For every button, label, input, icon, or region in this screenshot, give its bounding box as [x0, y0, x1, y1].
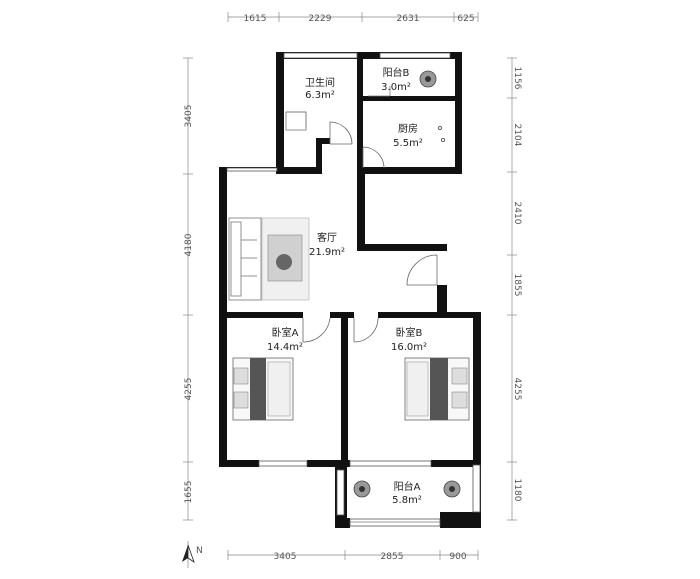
bed-a-icon [232, 357, 294, 421]
doors [302, 86, 438, 343]
living-name: 客厅 [317, 231, 337, 244]
bed-b-icon [404, 357, 470, 421]
dimension-bottom: 3405 2855 900 [227, 550, 479, 562]
coffee-table-icon [261, 217, 310, 301]
balcony-a-area: 5.8m² [392, 495, 422, 506]
bedroom-b-area: 16.0m² [391, 342, 427, 353]
stove-icon [437, 126, 445, 142]
compass-label: N [196, 546, 203, 556]
dim-right-3: 2410 [512, 202, 522, 225]
balcony-plant-left-icon [353, 480, 371, 498]
dim-bottom-2: 2855 [381, 552, 404, 562]
dim-left-4: 1655 [184, 481, 194, 504]
dim-top-4: 625 [457, 14, 474, 24]
bedroom-b-name: 卧室B [396, 326, 423, 339]
walls [219, 52, 481, 528]
bedroom-a-name: 卧室A [272, 326, 299, 339]
dim-top-3: 2631 [397, 14, 420, 24]
dim-left-1: 3405 [184, 105, 194, 128]
living-area: 21.9m² [309, 247, 345, 258]
dim-top-1: 1615 [244, 14, 267, 24]
bathroom-area: 6.3m² [305, 90, 335, 101]
dim-right-5: 4255 [512, 378, 522, 401]
balcony-b-name: 阳台B [383, 66, 410, 79]
bathroom-name: 卫生间 [305, 76, 335, 89]
plant-icon [419, 70, 437, 88]
windows [226, 52, 481, 527]
kitchen-name: 厨房 [398, 122, 418, 135]
dim-right-4: 1855 [512, 274, 522, 297]
compass-icon: N [182, 541, 203, 568]
dim-right-6: 1180 [512, 479, 522, 502]
dim-left-2: 4180 [184, 233, 194, 256]
bedroom-a-area: 14.4m² [267, 342, 303, 353]
balcony-b-area: 3.0m² [381, 82, 411, 93]
dim-bottom-3: 900 [449, 552, 466, 562]
dim-right-1: 1156 [512, 67, 522, 90]
kitchen-area: 5.5m² [393, 138, 423, 149]
balcony-a-name: 阳台A [394, 480, 421, 493]
balcony-plant-right-icon [443, 480, 461, 498]
dim-left-3: 4255 [184, 378, 194, 401]
room-labels: 卫生间 6.3m² 阳台B 3.0m² 厨房 5.5m² 客厅 21.9m² 卧… [267, 66, 427, 506]
dimension-top: 1615 2229 2631 625 [227, 12, 479, 24]
sofa-icon [228, 217, 262, 301]
dim-top-2: 2229 [309, 14, 332, 24]
dim-bottom-1: 3405 [274, 552, 297, 562]
dim-right-2: 2104 [512, 124, 522, 147]
dimension-right: 1156 2104 2410 1855 4255 1180 [507, 57, 522, 521]
bathroom-fixtures [285, 111, 307, 131]
dimension-left: 3405 4180 4255 1655 [183, 57, 194, 521]
